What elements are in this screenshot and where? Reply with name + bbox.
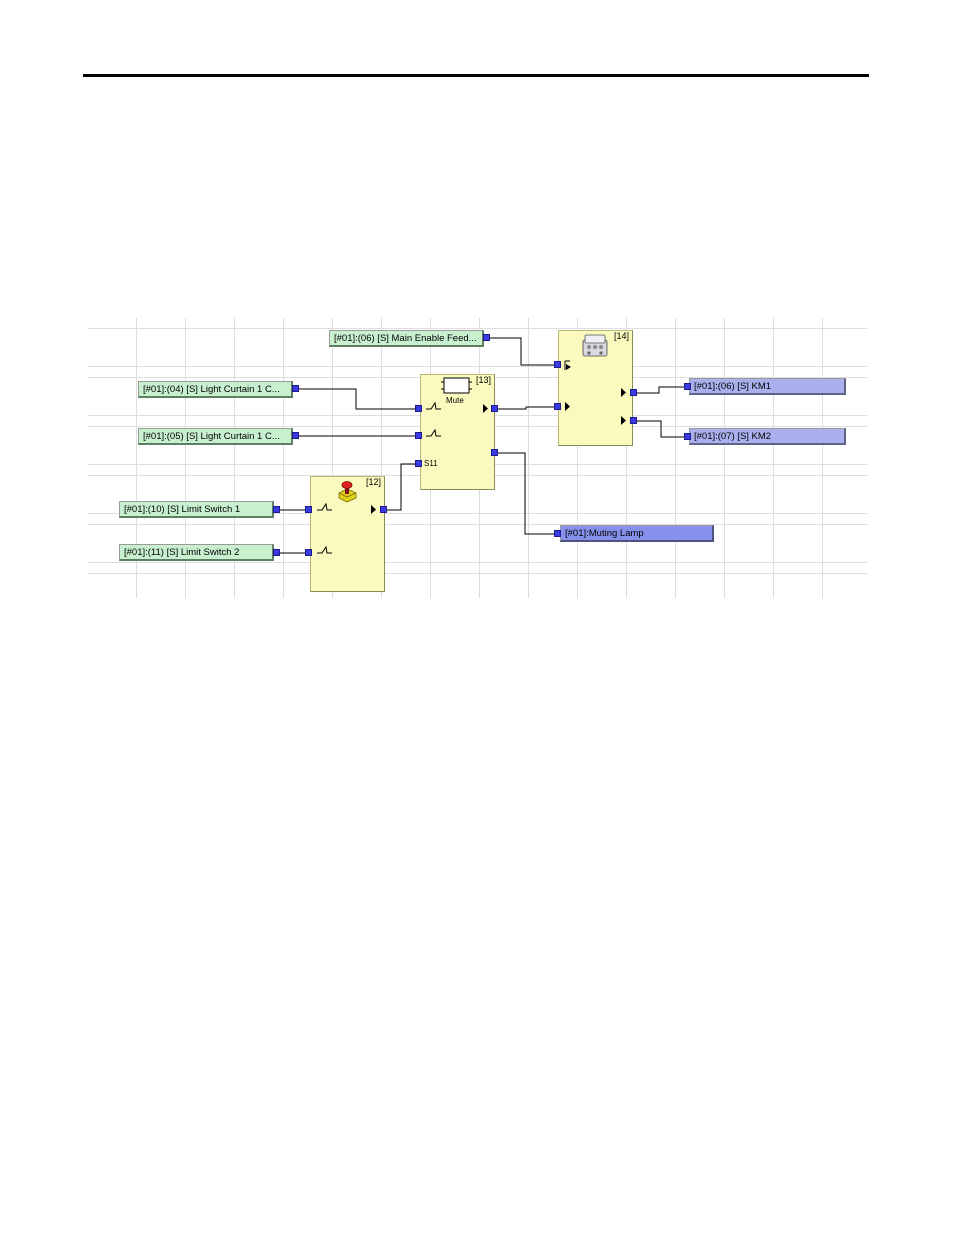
pin-b12-in-2[interactable] (305, 549, 312, 556)
block-14-label: [14] (614, 331, 629, 341)
input-tag-limit-switch-1[interactable]: [#01]:(10) [S] Limit Switch 1 (119, 501, 274, 518)
block-12-label: [12] (366, 477, 381, 487)
b14-output-arrow-icon-1 (620, 388, 627, 397)
pin-b13-in-2[interactable] (415, 432, 422, 439)
b13-contact-icons (425, 401, 443, 441)
pin-limit-switch-1-out[interactable] (273, 506, 280, 513)
wire-b13-to-lamp (498, 453, 558, 534)
input-tag-label: [#01]:(11) [S] Limit Switch 2 (124, 547, 239, 558)
pin-limit-switch-2-out[interactable] (273, 549, 280, 556)
b14-output-arrow-icon-2 (620, 416, 627, 425)
block-13-label: [13] (476, 375, 491, 385)
input-tag-limit-switch-2[interactable]: [#01]:(11) [S] Limit Switch 2 (119, 544, 274, 561)
output-tag-km1[interactable]: [#01]:(06) [S] KM1 (689, 378, 846, 395)
output-tag-label: [#01]:(07) [S] KM2 (694, 431, 771, 442)
wire-b13-to-b14 (498, 407, 557, 409)
output-tag-km2[interactable]: [#01]:(07) [S] KM2 (689, 428, 846, 445)
pin-b12-in-1[interactable] (305, 506, 312, 513)
wire-light-curtain-a (298, 389, 418, 409)
output-tag-label: [#01]:(06) [S] KM1 (694, 381, 771, 392)
wire-main-enable (489, 338, 557, 365)
pin-km2-in[interactable] (684, 433, 691, 440)
output-tag-label: [#01]:Muting Lamp (565, 528, 644, 539)
wire-b12-to-s11 (387, 464, 418, 510)
b12-output-arrow-icon (370, 505, 377, 514)
pin-b13-out-2[interactable] (491, 449, 498, 456)
pin-b14-in-2[interactable] (554, 403, 561, 410)
emergency-stop-icon (336, 479, 358, 503)
b14-input-arrow-icon (564, 402, 571, 411)
wire-b14-to-km2 (637, 421, 687, 437)
b12-contact-icons (316, 502, 334, 558)
pin-b14-out-2[interactable] (630, 417, 637, 424)
output-tag-muting-lamp[interactable]: [#01]:Muting Lamp (560, 525, 714, 542)
block-13-pin-label: S11 (424, 459, 438, 468)
input-tag-main-enable[interactable]: [#01]:(06) [S] Main Enable Feed... (329, 330, 484, 347)
pin-b13-in-1[interactable] (415, 405, 422, 412)
muting-relay-icon (441, 376, 473, 396)
b14-reset-arrow-icon (562, 358, 574, 372)
wire-b14-to-km1 (637, 387, 687, 393)
block-13-sub-label: Mute (446, 396, 464, 405)
input-tag-label: [#01]:(10) [S] Limit Switch 1 (124, 504, 240, 515)
input-tag-light-curtain-b[interactable]: [#01]:(05) [S] Light Curtain 1 C... (138, 428, 293, 445)
pin-light-curtain-b-out[interactable] (292, 432, 299, 439)
b13-output-arrow-icon (482, 404, 489, 413)
input-tag-label: [#01]:(06) [S] Main Enable Feed... (334, 333, 477, 344)
input-tag-label: [#01]:(04) [S] Light Curtain 1 C... (143, 384, 280, 395)
pin-km1-in[interactable] (684, 383, 691, 390)
pin-b13-s11[interactable] (415, 460, 422, 467)
pin-b14-out-1[interactable] (630, 389, 637, 396)
pin-muting-lamp-in[interactable] (554, 530, 561, 537)
pin-b12-out[interactable] (380, 506, 387, 513)
logic-editor-canvas[interactable]: [#01]:(06) [S] Main Enable Feed... [#01]… (88, 318, 867, 598)
pin-light-curtain-a-out[interactable] (292, 385, 299, 392)
page-header-rule (83, 74, 869, 77)
pin-main-enable-out[interactable] (483, 334, 490, 341)
pin-b14-in-1[interactable] (554, 361, 561, 368)
input-tag-label: [#01]:(05) [S] Light Curtain 1 C... (143, 431, 280, 442)
contactor-icon (580, 332, 610, 360)
pin-b13-out-1[interactable] (491, 405, 498, 412)
input-tag-light-curtain-a[interactable]: [#01]:(04) [S] Light Curtain 1 C... (138, 381, 293, 398)
